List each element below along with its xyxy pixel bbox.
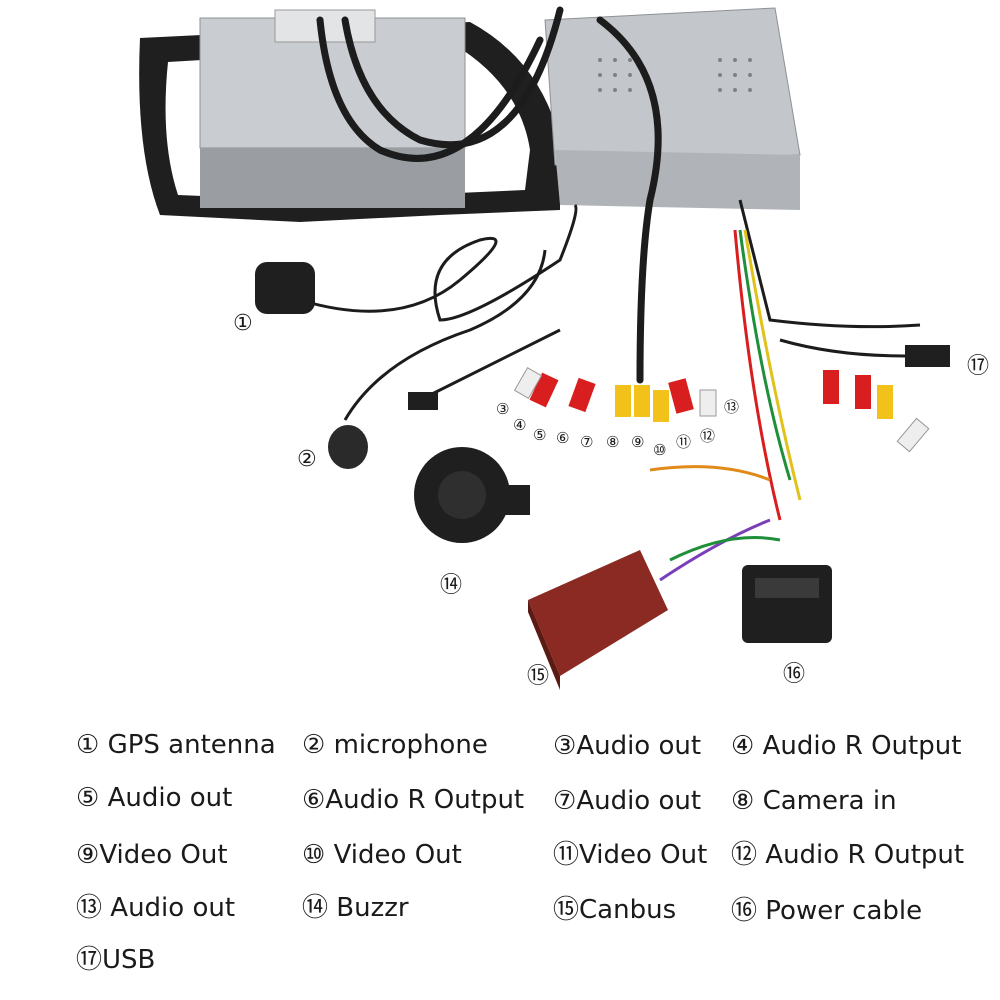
- callout-5: ⑤: [533, 426, 546, 444]
- legend-num: ⑥: [302, 785, 326, 815]
- legend-label: GPS antenna: [107, 730, 276, 760]
- legend-label: Audio R Output: [765, 840, 965, 870]
- callout-3: ③: [496, 400, 509, 418]
- legend-item-5: ⑤ Audio out: [76, 783, 232, 813]
- callout-14: ⑭: [440, 573, 462, 598]
- legend-num: ⑯: [731, 896, 758, 926]
- legend-item-8: ⑧ Camera in: [731, 786, 897, 816]
- legend-label: Video Out: [333, 840, 462, 870]
- callout-11: ⑪: [676, 433, 691, 451]
- legend-item-11: ⑪Video Out: [553, 840, 707, 870]
- main-cables: [316, 6, 662, 384]
- legend-num: ⑮: [553, 895, 580, 925]
- legend-num: ⑧: [731, 786, 755, 816]
- head-unit-left: [199, 9, 466, 208]
- legend-label: Audio R Output: [325, 785, 525, 815]
- legend-label: USB: [102, 945, 156, 975]
- legend-label: Video Out: [579, 840, 708, 870]
- legend-item-16: ⑯ Power cable: [731, 896, 922, 926]
- legend-num: ⑨: [76, 840, 100, 870]
- callout-13: ⑬: [724, 398, 739, 416]
- legend-label: microphone: [333, 730, 488, 760]
- legend-num: ④: [731, 731, 755, 761]
- callout-8: ⑧: [606, 433, 619, 451]
- legend-item-4: ④ Audio R Output: [731, 731, 961, 761]
- legend-label: Buzzr: [336, 893, 409, 923]
- product-photo: ① ② ⑭ ⑮ ⑯ ⑰ ③ ④ ⑤ ⑥ ⑦ ⑧ ⑨ ⑩ ⑪ ⑫ ⑬: [139, 6, 989, 690]
- legend-label: Audio out: [576, 731, 702, 761]
- legend-item-3: ③Audio out: [553, 731, 701, 761]
- legend-num: ⑬: [76, 893, 103, 923]
- head-unit-right: [544, 7, 801, 210]
- legend-item-17: ⑰USB: [76, 945, 155, 975]
- legend-item-12: ⑫ Audio R Output: [731, 840, 964, 870]
- legend-label: Canbus: [579, 895, 677, 925]
- callout-10: ⑩: [653, 441, 666, 459]
- callout-1: ①: [233, 311, 253, 336]
- harness-wires: [649, 229, 802, 582]
- callout-9: ⑨: [631, 433, 644, 451]
- callout-16: ⑯: [783, 662, 805, 687]
- buzzer-speaker: [414, 447, 530, 543]
- legend-item-7: ⑦Audio out: [553, 786, 701, 816]
- legend-num: ⑭: [302, 893, 329, 923]
- gps-antenna: [255, 262, 315, 314]
- legend-label: Power cable: [765, 896, 923, 926]
- usb-connector: [905, 345, 950, 367]
- legend-item-10: ⑩ Video Out: [302, 840, 462, 870]
- legend-num: ⑪: [553, 840, 580, 870]
- callout-4: ④: [513, 416, 526, 434]
- callout-2: ②: [297, 447, 317, 472]
- legend-label: Audio out: [576, 786, 702, 816]
- callout-6: ⑥: [556, 429, 569, 447]
- legend-item-13: ⑬ Audio out: [76, 893, 235, 923]
- legend-item-2: ② microphone: [302, 730, 488, 760]
- legend-num: ①: [76, 730, 100, 760]
- callout-17: ⑰: [967, 354, 989, 379]
- rca-connectors: [513, 367, 930, 453]
- legend-num: ⑤: [76, 783, 100, 813]
- legend-label: Audio out: [107, 783, 233, 813]
- legend-num: ③: [553, 731, 577, 761]
- legend-num: ⑫: [731, 840, 758, 870]
- legend-label: Audio out: [110, 893, 236, 923]
- legend-label: Camera in: [762, 786, 897, 816]
- canbus-box: [528, 550, 668, 690]
- legend-label: Audio R Output: [762, 731, 962, 761]
- legend-num: ②: [302, 730, 326, 760]
- legend-item-15: ⑮Canbus: [553, 895, 676, 925]
- callout-15: ⑮: [527, 664, 549, 689]
- power-connector: [742, 565, 832, 643]
- callout-12: ⑫: [700, 427, 715, 445]
- legend-num: ⑰: [76, 945, 103, 975]
- legend-num: ⑦: [553, 786, 577, 816]
- legend-item-14: ⑭ Buzzr: [302, 893, 409, 923]
- legend-num: ⑩: [302, 840, 326, 870]
- legend-item-9: ⑨Video Out: [76, 840, 228, 870]
- callout-7: ⑦: [580, 433, 593, 451]
- legend-item-6: ⑥Audio R Output: [302, 785, 524, 815]
- legend-label: Video Out: [99, 840, 228, 870]
- legend-item-1: ① GPS antenna: [76, 730, 276, 760]
- small-connector: [408, 392, 438, 410]
- microphone: [328, 425, 368, 469]
